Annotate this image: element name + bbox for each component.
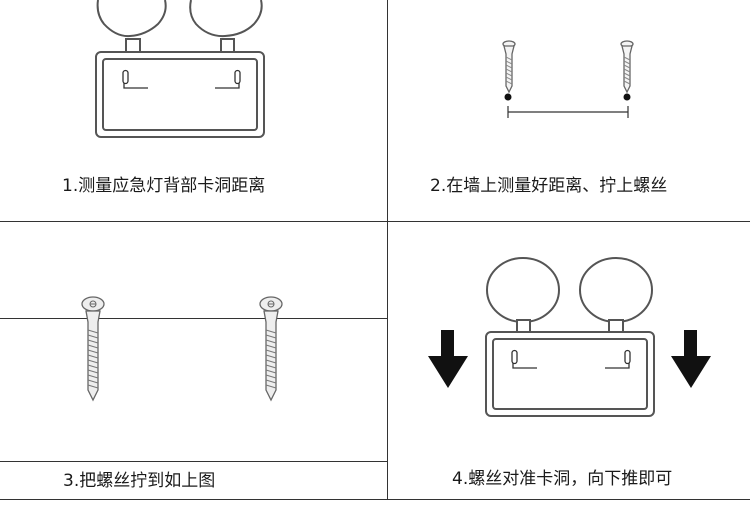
step3-inner-line-top bbox=[0, 318, 388, 319]
horizontal-divider-bottom bbox=[0, 499, 750, 500]
step3-screws-illustration bbox=[81, 296, 283, 402]
step1-emergency-light-illustration bbox=[95, 0, 265, 138]
step3-inner-line-bottom bbox=[0, 461, 388, 462]
step4-caption: 4.螺丝对准卡洞，向下推即可 bbox=[452, 469, 673, 489]
step2-wall-screws-illustration bbox=[502, 40, 634, 118]
step2-caption: 2.在墙上测量好距离、拧上螺丝 bbox=[430, 176, 668, 196]
step3-caption: 3.把螺丝拧到如上图 bbox=[63, 471, 216, 491]
step1-caption: 1.测量应急灯背部卡洞距离 bbox=[62, 176, 266, 196]
horizontal-divider-middle bbox=[0, 221, 750, 222]
arrow-down-icon-left bbox=[428, 330, 468, 388]
arrow-down-icon-right bbox=[671, 330, 711, 388]
vertical-divider bbox=[387, 0, 388, 500]
